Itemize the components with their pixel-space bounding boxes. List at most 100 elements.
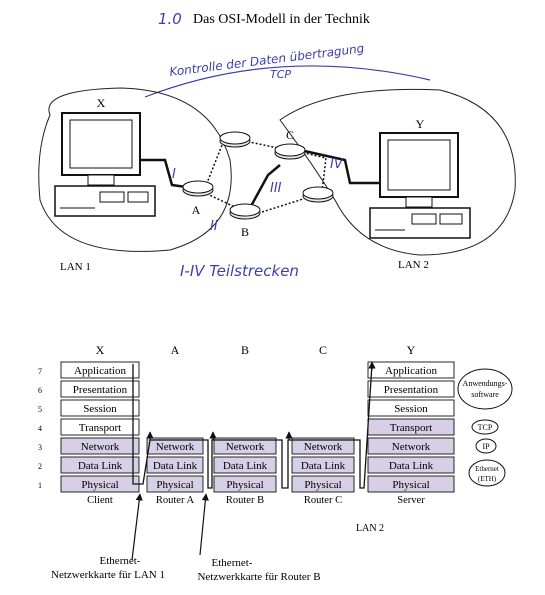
lan2-label: LAN 2 xyxy=(398,259,429,271)
router-a-icon xyxy=(182,180,214,197)
lan1-boundary xyxy=(38,87,232,252)
link-c-y xyxy=(299,148,380,185)
router-c-label: C xyxy=(286,128,294,142)
layer-number-3: 3 xyxy=(38,443,42,452)
layer-label-x-3: Transport xyxy=(79,422,121,434)
callout-router-b-line1: Ethernet- xyxy=(212,557,253,569)
layer-box-c-4 xyxy=(291,437,355,455)
layer-box-x-1 xyxy=(60,380,140,398)
segment-3-label: III xyxy=(270,181,282,196)
layer-label-x-1: Presentation xyxy=(73,384,128,396)
layer-box-y-6 xyxy=(367,475,455,493)
layer-label-a-6: Physical xyxy=(156,479,193,491)
layer-label-y-1: Presentation xyxy=(384,384,439,396)
layer-label-c-4: Network xyxy=(304,441,343,453)
layer-label-x-4: Network xyxy=(81,441,120,453)
lan1-label: LAN 1 xyxy=(60,261,91,273)
column-header-y: Y xyxy=(407,343,416,357)
layer-label-a-5: Data Link xyxy=(153,460,198,472)
layer-box-b-6 xyxy=(213,475,277,493)
layer-number-1: 1 xyxy=(38,481,42,490)
host-y-label: Y xyxy=(416,117,425,131)
router-b-icon xyxy=(229,203,261,220)
layer-label-y-0: Application xyxy=(385,365,437,377)
layer-box-a-4 xyxy=(146,437,204,455)
column-header-b: B xyxy=(241,343,249,357)
app-software-oval xyxy=(457,368,513,410)
layer-box-y-2 xyxy=(367,399,455,417)
ip-oval xyxy=(475,438,497,454)
layer-label-y-4: Network xyxy=(392,441,431,453)
app-software-label-2: software xyxy=(471,390,499,399)
segment-4-label: IV xyxy=(330,157,344,172)
link-right-c xyxy=(299,151,327,193)
tcp-control-annotation: Kontrolle der Daten übertragung TCP xyxy=(144,41,431,98)
layer-box-y-0 xyxy=(367,361,455,379)
router-top-icon xyxy=(219,131,251,148)
ethernet-label-1: Ethernet xyxy=(475,465,499,473)
layer-box-c-6 xyxy=(291,475,355,493)
network-diagram: X Y xyxy=(38,87,516,273)
column-header-a: A xyxy=(171,343,180,357)
callout-router-b-line2: Netzwerkkarte für Router B xyxy=(197,571,320,583)
side-annotations: Anwendungs- software TCP IP Ethernet (ET… xyxy=(457,368,513,487)
layer-label-b-4: Network xyxy=(226,441,265,453)
layer-label-b-5: Data Link xyxy=(223,460,268,472)
app-software-label-1: Anwendungs- xyxy=(463,379,508,388)
tcp-oval xyxy=(471,419,499,435)
column-footer-x: Client xyxy=(87,495,113,506)
router-a-label: A xyxy=(192,203,201,217)
layer-number-4: 4 xyxy=(38,424,42,433)
ethernet-label-2: (ETH) xyxy=(478,475,497,483)
column-footer-y: Server xyxy=(397,495,425,506)
layer-number-2: 2 xyxy=(38,462,42,471)
column-header-x: X xyxy=(96,343,105,357)
segment-1-label: I xyxy=(172,167,176,182)
tcp-label: TCP xyxy=(478,423,493,432)
layer-label-y-6: Physical xyxy=(392,479,429,491)
layer-label-x-5: Data Link xyxy=(78,460,123,472)
layer-box-b-4 xyxy=(213,437,277,455)
layer-box-y-1 xyxy=(367,380,455,398)
host-x-label: X xyxy=(97,96,106,110)
column-footer-c: Router C xyxy=(304,495,342,506)
layer-box-x-0 xyxy=(60,361,140,379)
callout-arrow-lan1 xyxy=(131,493,143,561)
computer-x-icon xyxy=(54,112,156,217)
ethernet-oval xyxy=(468,459,506,487)
link-b-c xyxy=(248,164,281,209)
layer-label-y-2: Session xyxy=(394,403,428,415)
callout-lan1-line1: Ethernet- xyxy=(100,555,141,567)
layer-box-c-5 xyxy=(291,456,355,474)
router-b-label: B xyxy=(241,225,249,239)
link-top-c xyxy=(239,139,279,149)
layer-number-6: 6 xyxy=(38,386,42,395)
osi-stack-diagram: 7 6 5 4 3 2 1 X ApplicationPresentationSessionTr… xyxy=(38,343,455,506)
layer-box-a-6 xyxy=(146,475,204,493)
data-flow-path xyxy=(132,363,373,489)
computer-y-icon xyxy=(369,132,471,239)
layer-label-x-2: Session xyxy=(83,403,117,415)
layer-box-a-5 xyxy=(146,456,204,474)
column-header-c: C xyxy=(319,343,327,357)
column-footer-b: Router B xyxy=(226,495,264,506)
layer-box-b-5 xyxy=(213,456,277,474)
layer-box-x-4 xyxy=(60,437,140,455)
layer-box-x-5 xyxy=(60,456,140,474)
layer-number-5: 5 xyxy=(38,405,42,414)
lan2-stack-label: LAN 2 xyxy=(356,523,384,534)
callout-arrow-router-b xyxy=(199,493,209,556)
layer-box-y-4 xyxy=(367,437,455,455)
segments-annotation: I-IV Teilstrecken xyxy=(180,262,299,280)
layer-box-x-3 xyxy=(60,418,140,436)
router-c-icon xyxy=(274,143,306,160)
layer-number-7: 7 xyxy=(38,367,42,376)
layer-label-b-6: Physical xyxy=(226,479,263,491)
link-a-top xyxy=(204,144,230,189)
router-right-icon xyxy=(302,186,334,203)
lan2-boundary xyxy=(279,88,516,256)
segment-2-label: II xyxy=(210,219,218,234)
callout-lan1-line2: Netzwerkkarte für LAN 1 xyxy=(51,569,165,581)
column-footer-a: Router A xyxy=(156,495,195,506)
layer-label-c-5: Data Link xyxy=(301,460,346,472)
